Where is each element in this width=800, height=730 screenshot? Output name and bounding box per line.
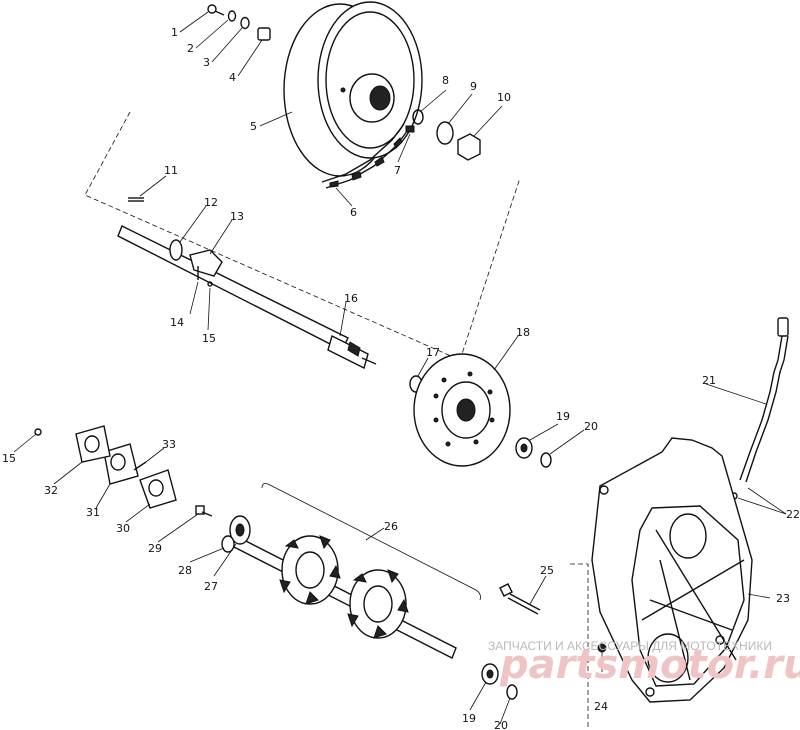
part-bolt-15-left [34, 428, 42, 436]
callout-3: 3 [203, 56, 210, 69]
watermark-subtitle: ЗАПЧАСТИ И АКСЕССУАРЫ ДЛЯ МОТОТЕХНИКИ [488, 639, 772, 653]
callout-6: 6 [350, 206, 357, 219]
callout-30: 30 [116, 522, 130, 535]
callout-26: 26 [384, 520, 398, 533]
callout-7: 7 [394, 164, 401, 177]
watermark: partsmotor.ru ЗАПЧАСТИ И АКСЕССУАРЫ ДЛЯ … [488, 639, 800, 688]
callout-22: 22 [786, 508, 800, 521]
part-bolt-29 [195, 505, 213, 517]
part-drive-sprocket-right [347, 569, 409, 639]
part-bolt-25 [499, 583, 541, 615]
callout-11: 11 [164, 164, 178, 177]
callout-20: 20 [584, 420, 598, 433]
part-speedo-cable-21 [739, 317, 789, 483]
assembly-group-outline [84, 111, 521, 361]
part-flange-31 [103, 443, 139, 485]
drive-shaft-bracket [261, 483, 481, 601]
callout-13: 13 [230, 210, 244, 223]
callout-labels: 1 2 3 4 5 6 7 8 9 10 11 12 13 14 15 16 1… [2, 26, 800, 730]
callout-28: 28 [178, 564, 192, 577]
part-jackshaft-16 [327, 334, 377, 370]
part-screw-15 [207, 281, 213, 287]
part-nut-10 [457, 133, 481, 161]
callout-4: 4 [229, 71, 236, 84]
callout-16: 16 [344, 292, 358, 305]
callout-18: 18 [516, 326, 530, 339]
callout-2: 2 [187, 42, 194, 55]
callout-21: 21 [702, 374, 716, 387]
watermark-logo: partsmotor.ru [499, 642, 800, 688]
part-ring-20 [540, 452, 552, 468]
part-bearing-27 [229, 515, 251, 545]
chaincase-outline [570, 563, 589, 730]
part-key-7 [405, 125, 415, 133]
part-drive-shaft-26 [231, 535, 457, 659]
callout-15: 15 [202, 332, 216, 345]
callout-5: 5 [250, 120, 257, 133]
part-key-11 [128, 197, 144, 202]
part-washer-3 [240, 16, 250, 30]
callout-15-left: 15 [2, 452, 16, 465]
part-flange-30 [139, 469, 177, 509]
part-bolt-1 [207, 4, 225, 16]
callout-8: 8 [442, 74, 449, 87]
callout-27: 27 [204, 580, 218, 593]
callout-29: 29 [148, 542, 162, 555]
part-washer-2 [227, 10, 237, 22]
part-bearing-12 [169, 239, 183, 261]
part-spacer-4 [257, 27, 271, 41]
part-jackshaft-assembly [117, 225, 349, 351]
part-chain-6 [321, 123, 409, 189]
leader-lines [13, 11, 787, 725]
callout-1: 1 [171, 26, 178, 39]
part-chaincase-23 [591, 437, 753, 703]
callout-17: 17 [426, 346, 440, 359]
callout-33: 33 [162, 438, 176, 451]
part-drive-sprocket-left [279, 535, 341, 605]
callout-19: 19 [556, 410, 570, 423]
callout-10: 10 [497, 91, 511, 104]
callout-25: 25 [540, 564, 554, 577]
part-pulley-5 [283, 1, 423, 177]
callout-14: 14 [170, 316, 184, 329]
callout-19-bottom: 19 [462, 712, 476, 725]
callout-31: 31 [86, 506, 100, 519]
part-washer-8 [412, 109, 424, 125]
part-flange-32 [75, 425, 111, 463]
part-ring-20-bottom [506, 684, 518, 700]
callout-9: 9 [470, 80, 477, 93]
callout-20-bottom: 20 [494, 719, 508, 730]
callout-24: 24 [594, 700, 608, 713]
part-washer-9 [436, 121, 454, 145]
part-gasket-33 [133, 461, 147, 471]
callout-12: 12 [204, 196, 218, 209]
callout-32: 32 [44, 484, 58, 497]
part-brake-disc-18 [413, 353, 511, 467]
callout-23: 23 [776, 592, 790, 605]
part-seal-28 [221, 535, 235, 553]
